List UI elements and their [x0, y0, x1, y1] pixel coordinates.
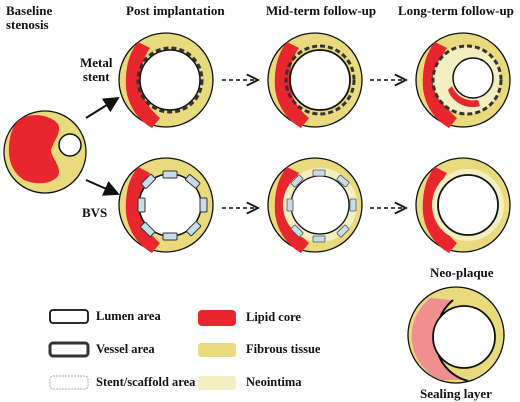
- legend-swatch-scaffold: [49, 375, 89, 390]
- metal-long-term: [415, 32, 511, 128]
- arrow-to-metal-stent: [85, 96, 120, 119]
- scaffold-struts: [137, 170, 208, 241]
- legend-label-vessel: Vessel area: [96, 342, 155, 356]
- legend-label-fibrous: Fibrous tissue: [246, 342, 321, 356]
- row-label-metal-stent: Metal stent: [80, 55, 113, 84]
- header-post-implantation: Post implantation: [126, 3, 225, 18]
- metal-mid-term: [267, 32, 363, 128]
- legend-label-scaffold: Stent/scaffold area: [96, 375, 196, 389]
- arrow-to-bvs: [85, 179, 120, 196]
- legend-label-lipid: Lipid core: [246, 310, 301, 324]
- header-baseline: Baseline stenosis: [6, 3, 53, 32]
- caption-sealing-layer: Sealing layer: [420, 386, 492, 401]
- bvs-post-implantation: [118, 157, 214, 253]
- scaffold-struts-resorbing: [286, 169, 357, 243]
- legend-swatch-lumen: [49, 309, 89, 324]
- legend-swatch-vessel: [48, 341, 90, 358]
- metal-post-implantation: [118, 32, 214, 128]
- bvs-mid-term: [267, 157, 363, 253]
- caption-neo-plaque: Neo-plaque: [430, 265, 494, 280]
- legend-swatch-neointima: [198, 376, 236, 390]
- legend: [48, 309, 236, 390]
- sealing-layer-detail: [407, 286, 505, 384]
- row-label-bvs: BVS: [82, 205, 108, 220]
- legend-label-neointima: Neointima: [246, 375, 302, 389]
- baseline-vessel: [3, 110, 87, 194]
- header-long-term: Long-term follow-up: [398, 3, 514, 18]
- header-mid-term: Mid-term follow-up: [266, 3, 377, 18]
- bvs-long-term: [415, 157, 511, 253]
- legend-swatch-fibrous: [198, 343, 236, 357]
- legend-swatch-lipid: [198, 310, 236, 326]
- legend-label-lumen: Lumen area: [96, 309, 161, 323]
